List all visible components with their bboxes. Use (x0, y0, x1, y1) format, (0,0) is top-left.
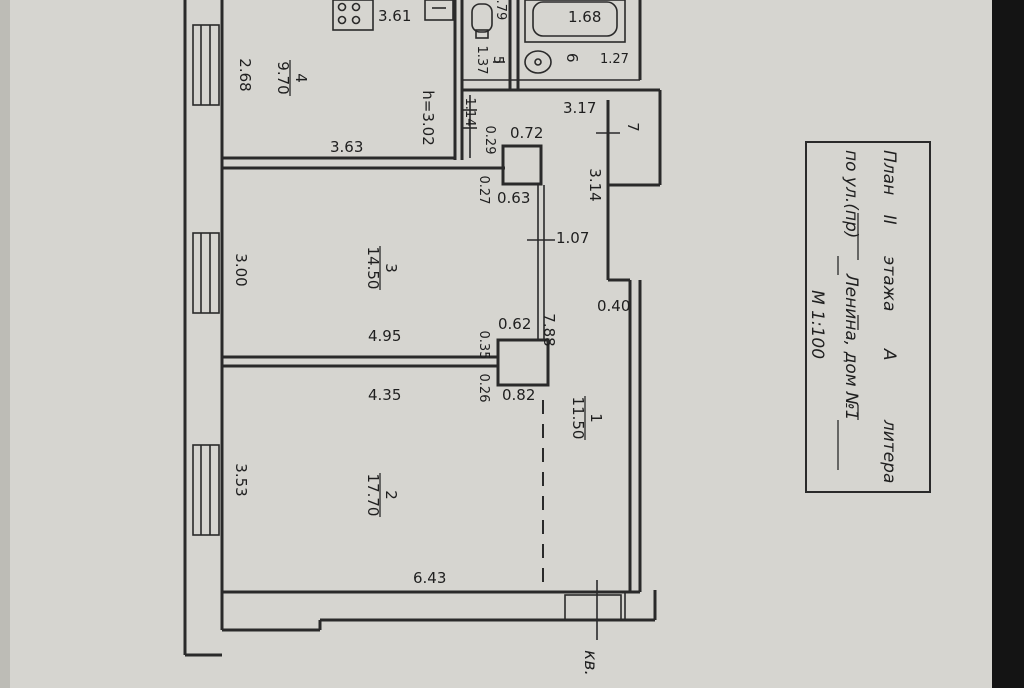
dim-3-14: 3.14 (586, 168, 604, 201)
dim-h: h=3.02 (419, 90, 437, 145)
room-5-area: 1.37 (474, 46, 489, 75)
dim-0-62: 0.62 (498, 315, 531, 333)
dim-4-35: 4.35 (368, 386, 401, 404)
title-litera-value: А (879, 348, 899, 361)
room-1-area: 11.50 (569, 397, 587, 440)
room-5-number: 5 (490, 56, 505, 64)
dim-0-40: 0.40 (597, 297, 630, 315)
svg-text:по ул.(пр) Ленина, дом: по ул.(пр) Ленина, дом №1 (841, 150, 861, 420)
title-middle: этажа (879, 256, 899, 311)
dim-1-27: 1.27 (600, 52, 629, 67)
room-2-label: 2 17.70 (364, 473, 400, 517)
dim-0-35: 0.35 (476, 331, 491, 360)
dim-3-53: 3.53 (232, 463, 250, 496)
dim-0-27: 0.27 (476, 176, 491, 205)
title-floor: II (879, 215, 899, 225)
dim-7-88: 7.88 (540, 313, 558, 346)
address-value: Ленина, дом №1 (841, 273, 861, 421)
room-7-number: 7 (624, 122, 642, 132)
dim-3-61: 3.61 (378, 7, 411, 25)
dim-3-63: 3.63 (330, 138, 363, 156)
room-3-label: 3 14.50 (364, 246, 400, 290)
title-block: План II этажа А литера по ул.(пр) Ленина… (805, 141, 931, 493)
dim-0-29: 0.29 (482, 126, 497, 155)
room-2-area: 17.70 (364, 474, 382, 517)
windows (192, 24, 220, 536)
dim-4-95: 4.95 (368, 327, 401, 345)
room-4-number: 4 (292, 73, 310, 83)
interior-walls (222, 0, 662, 640)
dimension-labels: 3.61 2.68 h=3.02 1.14 0.29 0.72 3.63 0.2… (232, 0, 630, 587)
dim-0-72: 0.72 (510, 124, 543, 142)
room-3-area: 14.50 (364, 247, 382, 290)
room-5-label: 5 1.37 (474, 46, 505, 75)
room-4-area: 9.70 (274, 61, 292, 94)
dimension-ticks (463, 61, 620, 241)
room-6-label: 1.68 6 (563, 8, 601, 63)
svg-text:План II этажа: План II этажа А литера (879, 150, 899, 483)
title-suffix: литера (879, 419, 899, 483)
room-3-number: 3 (382, 263, 400, 273)
room-6-area: 1.68 (568, 8, 601, 26)
kitchen-sink (424, 0, 454, 21)
apartment-label: кв. (580, 650, 600, 676)
address-prefix: по ул.(пр) (841, 150, 861, 238)
scale-label: М 1:100 (807, 290, 827, 359)
dim-3-17: 3.17 (563, 99, 596, 117)
dim-0-82: 0.82 (502, 386, 535, 404)
dim-1-14: 1.14 (462, 98, 477, 127)
room-1-label: 1 11.50 (569, 396, 605, 440)
toilet (471, 3, 493, 39)
room-2-number: 2 (382, 490, 400, 500)
room-4-label: 4 9.70 (274, 60, 310, 96)
table-background (992, 0, 1024, 688)
dim-3-00: 3.00 (232, 253, 250, 286)
washbasin (524, 50, 552, 74)
kitchen-stove (332, 0, 374, 31)
dim-2-68: 2.68 (236, 58, 254, 91)
dim-0-26: 0.26 (476, 374, 491, 403)
title-prefix: План (879, 150, 899, 195)
dim-1-07: 1.07 (556, 229, 589, 247)
dim-0-63: 0.63 (497, 189, 530, 207)
room-6-number: 6 (563, 53, 581, 63)
dim-6-43: 6.43 (413, 569, 446, 587)
bathtub (524, 0, 626, 43)
dim-0-79: .79 (493, 0, 508, 20)
room-1-number: 1 (587, 413, 605, 423)
